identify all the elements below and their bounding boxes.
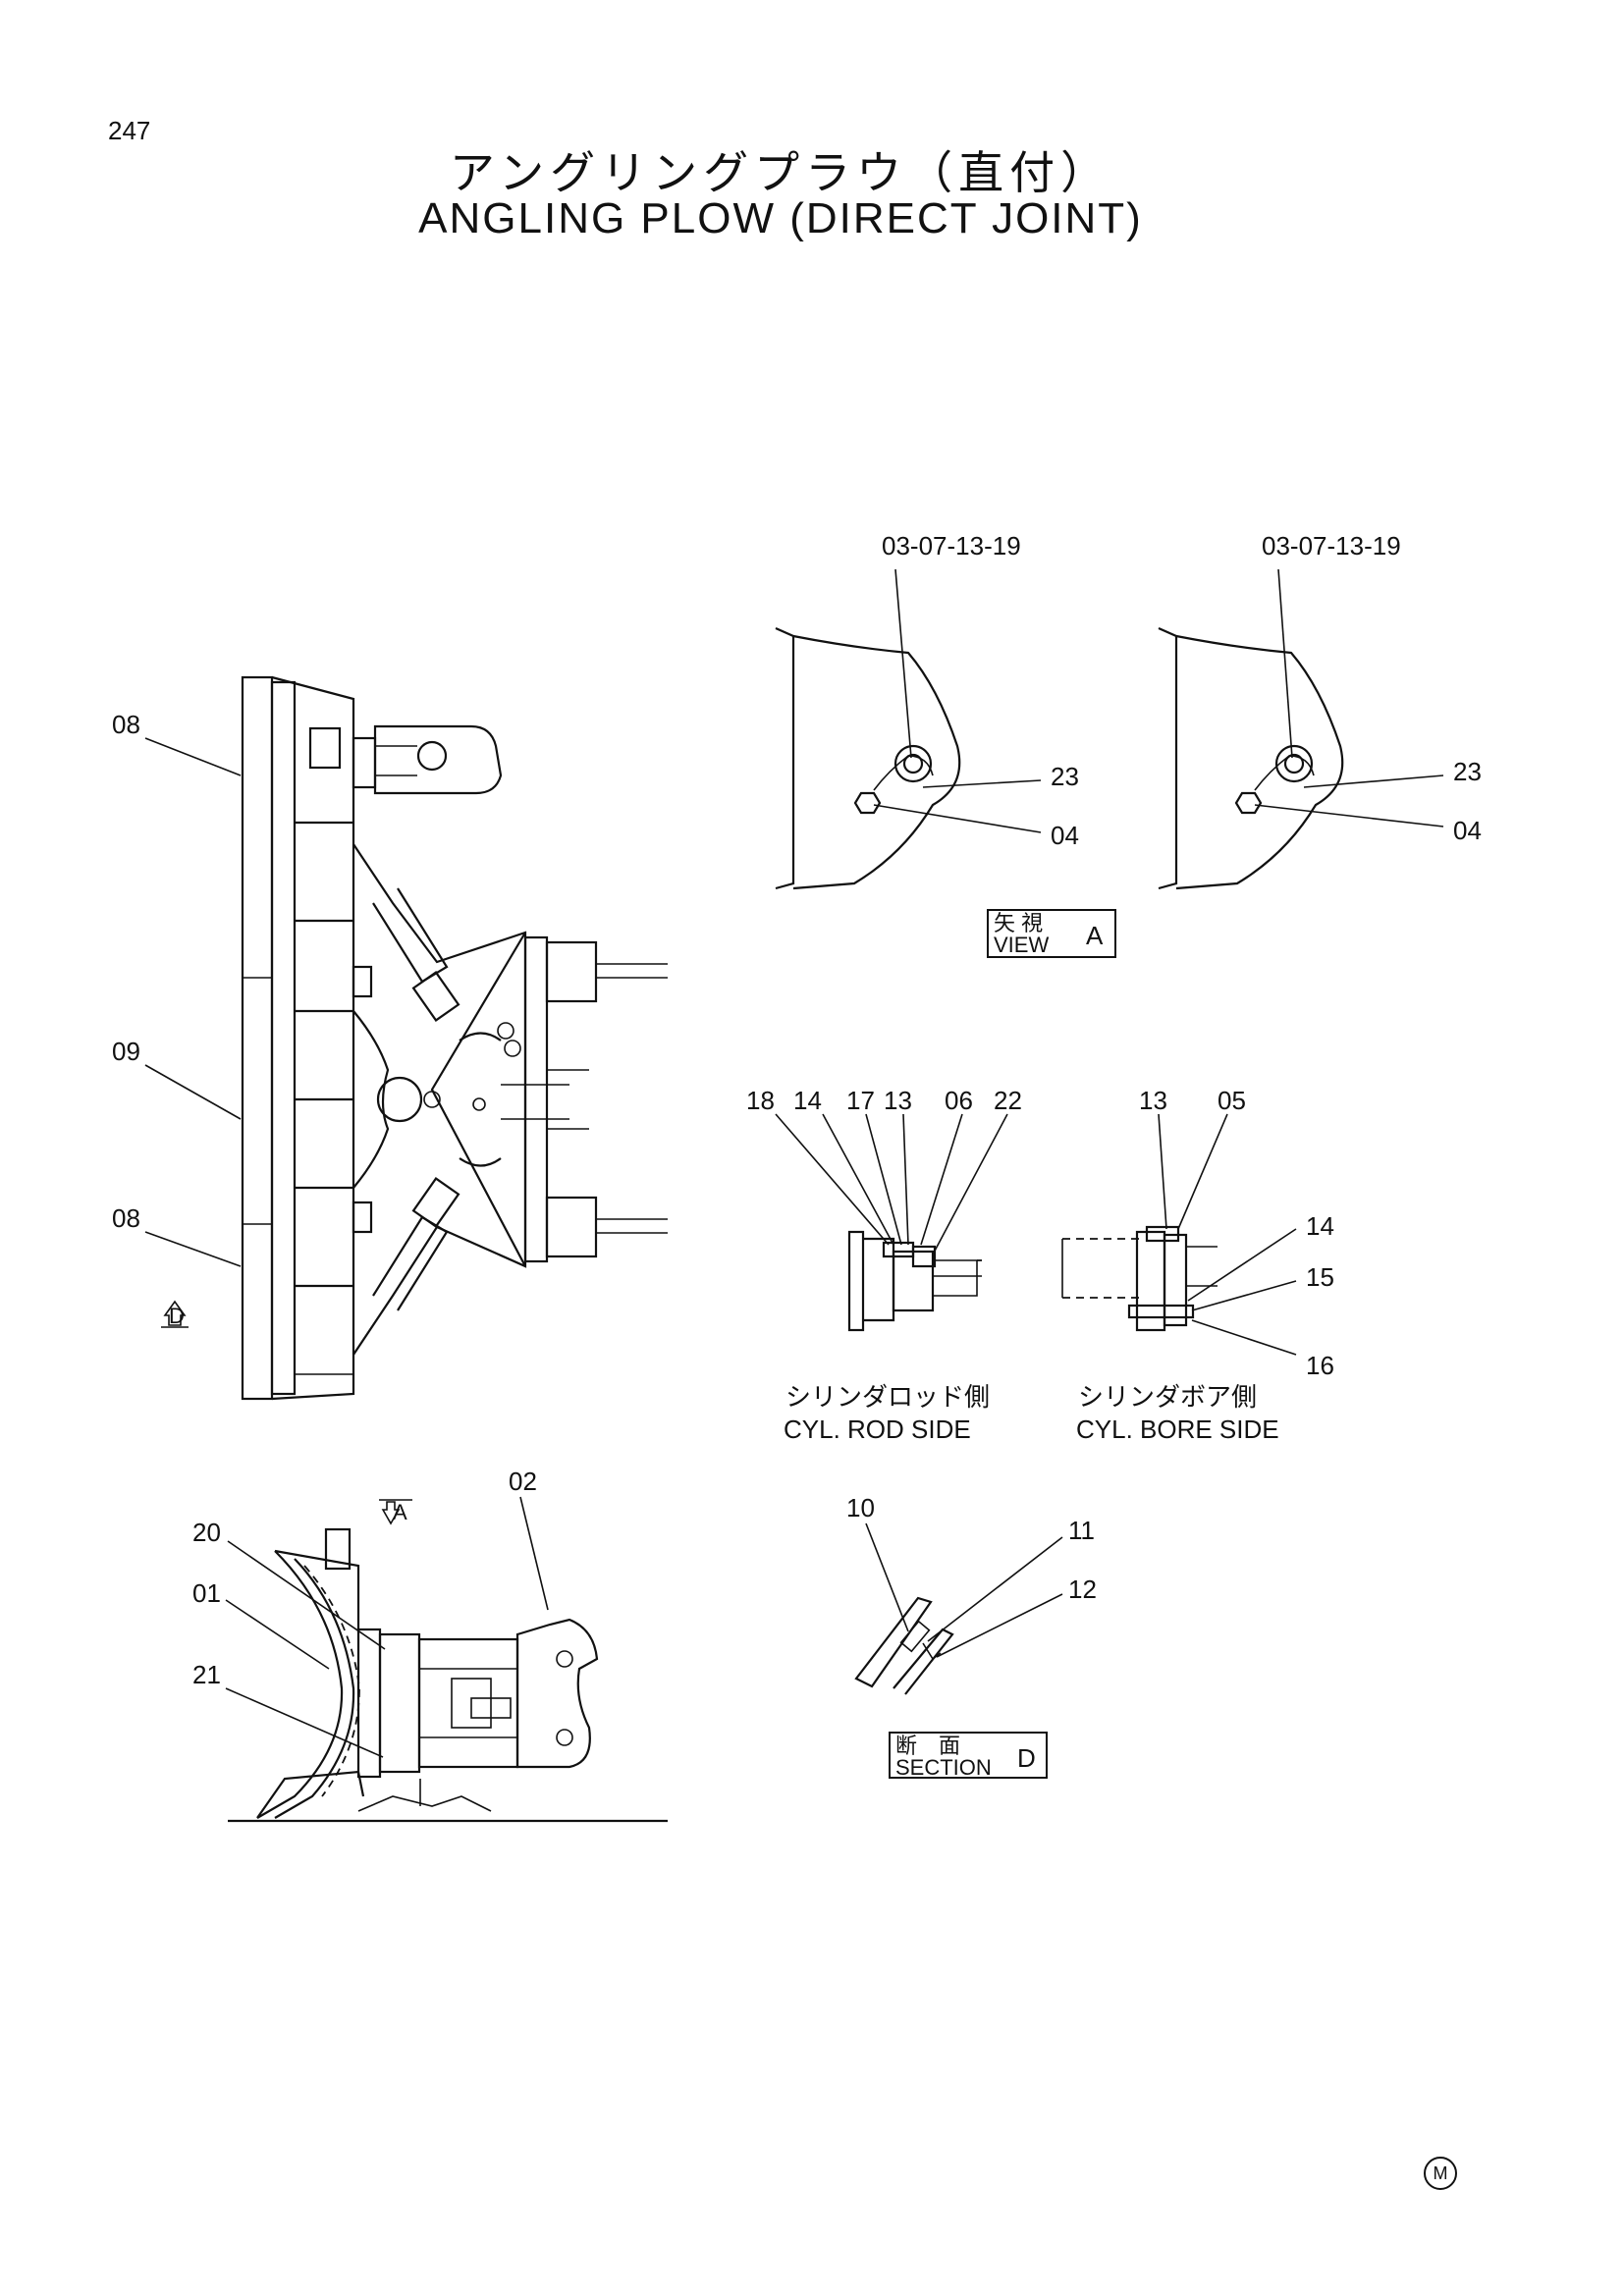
part-10-label: 10 [846,1493,875,1522]
part-08-label: 08 [112,710,140,739]
part-02-label: 02 [509,1467,537,1496]
bore-side-en: CYL. BORE SIDE [1076,1415,1279,1444]
section-d-tag: 断 面 SECTION D [889,1732,1048,1780]
title-japanese: アングリングプラウ（直付） [449,146,1112,199]
part-16-label: 16 [1306,1351,1334,1380]
part-14-label: 14 [1306,1211,1334,1241]
part-23-label: 23 [1051,762,1079,791]
side-view [228,1527,668,1823]
part-01-label: 01 [192,1578,221,1608]
part-21-label: 21 [192,1660,221,1689]
cyl-rod-side-detail [847,1230,982,1332]
part-20-label: 20 [192,1518,221,1547]
svg-text:断 面: 断 面 [895,1734,960,1758]
part-18-label: 18 [746,1086,775,1115]
arrow-d-letter: D [169,1304,185,1328]
plan-view [241,675,668,1401]
part-04-label: 04 [1051,821,1079,850]
view-a-tag: 矢 視 VIEW A [987,909,1116,958]
title-english: ANGLING PLOW (DIRECT JOINT) [418,194,1143,242]
part-06-label: 06 [945,1086,973,1115]
reference-right: 03-07-13-19 [1262,531,1401,561]
rod-side-en: CYL. ROD SIDE [784,1415,971,1444]
part-17-label: 17 [846,1086,875,1115]
arrow-a-letter: A [393,1500,407,1524]
part-23-label: 23 [1453,757,1482,786]
part-22-label: 22 [994,1086,1022,1115]
part-08-label: 08 [112,1203,140,1233]
view-a-right [1158,568,1444,890]
bore-side-jp: シリンダボア側 [1078,1383,1257,1413]
part-05-label: 05 [1218,1086,1246,1115]
part-14-label: 14 [793,1086,822,1115]
svg-text:D: D [1017,1743,1036,1773]
page-number: 247 [108,116,151,145]
corner-mark-badge: M [1424,2157,1457,2190]
cyl-bore-side-detail [1061,1225,1218,1332]
svg-text:A: A [1086,921,1104,950]
part-04-label: 04 [1453,816,1482,845]
svg-text:矢 視: 矢 視 [994,911,1043,935]
svg-text:VIEW: VIEW [994,933,1049,957]
part-11-label: 11 [1068,1516,1095,1545]
part-09-label: 09 [112,1037,140,1066]
view-arrow-d: D [161,1300,189,1328]
section-d-detail [854,1596,954,1695]
svg-text:SECTION: SECTION [895,1755,992,1780]
part-15-label: 15 [1306,1262,1334,1292]
view-a-left [775,568,1042,890]
part-13-label: 13 [884,1086,912,1115]
part-13-label: 13 [1139,1086,1167,1115]
part-12-label: 12 [1068,1575,1097,1604]
reference-left: 03-07-13-19 [882,531,1021,561]
rod-side-jp: シリンダロッド側 [785,1383,990,1413]
view-arrow-a: A [379,1499,412,1525]
